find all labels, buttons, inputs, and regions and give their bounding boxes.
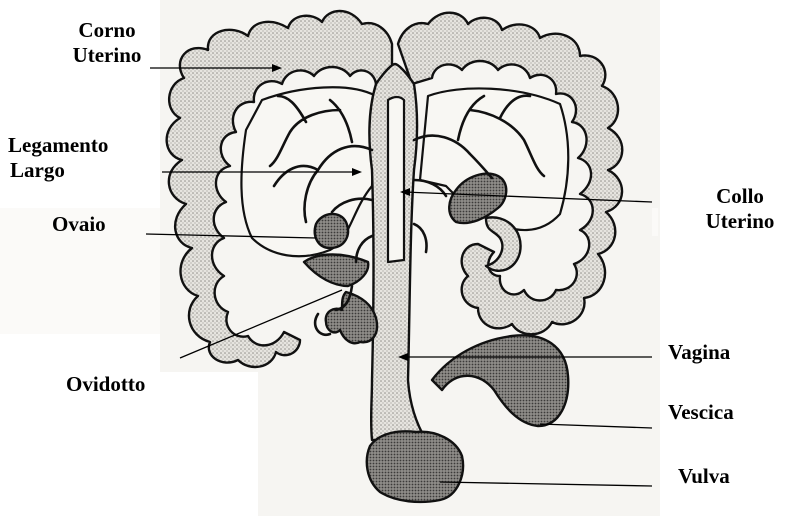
label-legamento-line2: Largo <box>8 158 108 183</box>
scan-background-lower <box>258 372 660 516</box>
left-ovary <box>315 214 348 248</box>
label-collo-line2: Uterino <box>692 209 788 234</box>
label-collo-line1: Collo <box>692 184 788 209</box>
label-vescica: Vescica <box>668 400 734 425</box>
label-collo-uterino: Collo Uterino <box>692 184 788 234</box>
label-corno-line1: Corno <box>62 18 152 43</box>
label-legamento-line1: Legamento <box>8 133 108 158</box>
label-ovaio: Ovaio <box>52 212 106 237</box>
label-ovidotto: Ovidotto <box>66 372 145 397</box>
label-corno-uterino: Corno Uterino <box>62 18 152 68</box>
label-vulva: Vulva <box>678 464 730 489</box>
vulva <box>367 431 463 502</box>
label-vagina: Vagina <box>668 340 730 365</box>
label-legamento-largo: Legamento Largo <box>8 133 108 183</box>
label-corno-line2: Uterino <box>62 43 152 68</box>
cervix-region <box>388 97 404 262</box>
scan-background-right <box>652 208 658 236</box>
